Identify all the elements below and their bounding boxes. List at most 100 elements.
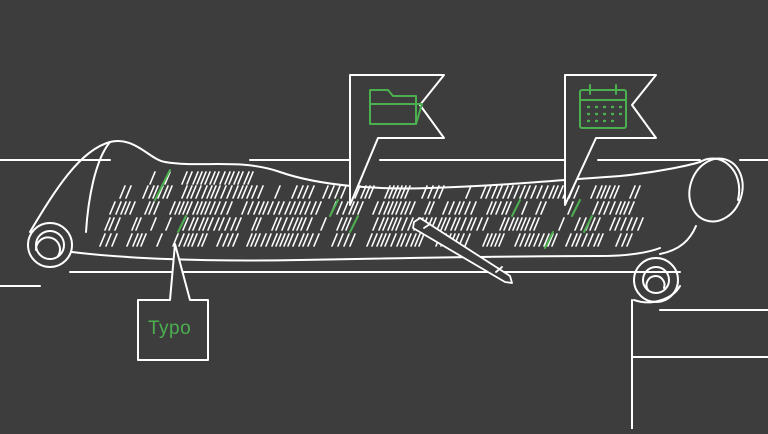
text-stroke	[508, 217, 515, 231]
text-stroke	[260, 233, 267, 247]
text-stroke	[246, 233, 253, 247]
text-stroke	[302, 233, 309, 247]
text-stroke	[409, 201, 416, 215]
text-stroke	[495, 201, 502, 215]
text-stroke	[345, 217, 352, 231]
text-stroke	[192, 217, 199, 231]
text-stroke	[262, 201, 269, 215]
text-stroke	[536, 185, 543, 199]
typo-label: Typo	[148, 318, 192, 339]
text-stroke	[615, 233, 622, 247]
text-stroke	[206, 185, 213, 199]
text-stroke	[164, 171, 171, 185]
text-stroke	[274, 185, 281, 199]
text-stroke	[187, 233, 194, 247]
highlight-stroke	[544, 231, 554, 249]
text-stroke	[267, 201, 274, 215]
text-stroke	[235, 217, 242, 231]
text-stroke	[140, 233, 147, 247]
text-stroke	[502, 185, 509, 199]
text-stroke	[210, 185, 217, 199]
text-stroke	[283, 233, 290, 247]
text-stroke	[296, 217, 303, 231]
text-stroke	[596, 185, 603, 199]
text-stroke	[433, 185, 440, 199]
text-stroke	[216, 233, 223, 247]
text-stroke	[400, 233, 407, 247]
text-stroke	[142, 185, 149, 199]
text-stroke	[387, 217, 394, 231]
text-stroke	[442, 201, 449, 215]
text-stroke	[334, 185, 341, 199]
text-stroke	[108, 217, 115, 231]
text-stroke	[368, 185, 375, 199]
text-stroke	[626, 217, 633, 231]
text-stroke	[254, 233, 261, 247]
text-stroke	[438, 185, 445, 199]
text-stroke	[109, 201, 116, 215]
text-stroke	[557, 185, 564, 199]
text-stroke	[427, 185, 434, 199]
text-stroke	[191, 233, 198, 247]
text-stroke	[470, 217, 477, 231]
text-stroke	[114, 217, 121, 231]
text-stroke	[304, 201, 311, 215]
text-stroke	[246, 185, 253, 199]
text-stroke	[257, 185, 264, 199]
text-stroke	[271, 217, 278, 231]
text-stroke	[136, 233, 143, 247]
text-stroke	[157, 185, 164, 199]
text-stroke	[396, 185, 403, 199]
text-stroke	[629, 185, 636, 199]
folder-flag	[349, 74, 445, 206]
text-stroke	[251, 217, 258, 231]
text-stroke	[626, 233, 633, 247]
text-stroke	[528, 233, 535, 247]
text-stroke	[454, 217, 461, 231]
text-stroke	[460, 217, 467, 231]
text-stroke	[593, 233, 600, 247]
text-stroke	[485, 185, 492, 199]
text-stroke	[292, 233, 299, 247]
text-stroke	[631, 217, 638, 231]
text-stroke	[218, 217, 225, 231]
text-stroke	[148, 185, 155, 199]
text-stroke	[547, 233, 554, 247]
text-stroke	[378, 217, 385, 231]
text-stroke	[300, 217, 307, 231]
text-stroke	[401, 217, 408, 231]
text-stroke	[195, 185, 202, 199]
text-stroke	[376, 233, 383, 247]
text-stroke	[567, 201, 574, 215]
text-stroke	[613, 185, 620, 199]
text-stroke	[220, 201, 227, 215]
text-stroke	[395, 201, 402, 215]
text-stroke	[621, 233, 628, 247]
text-stroke	[337, 233, 344, 247]
calendar-icon	[579, 84, 627, 129]
text-stroke	[241, 185, 248, 199]
text-stroke	[637, 217, 644, 231]
text-stroke	[178, 233, 185, 247]
text-stroke	[204, 201, 211, 215]
text-stroke	[343, 233, 350, 247]
text-stroke	[371, 233, 378, 247]
text-stroke	[226, 185, 233, 199]
text-stroke	[507, 185, 514, 199]
text-stroke	[558, 217, 565, 231]
text-stroke	[227, 233, 234, 247]
text-stroke	[306, 217, 313, 231]
text-stroke	[308, 185, 315, 199]
text-stroke	[609, 217, 616, 231]
text-stroke	[200, 171, 207, 185]
text-stroke	[366, 233, 373, 247]
text-stroke	[192, 201, 199, 215]
text-stroke	[454, 201, 461, 215]
text-stroke	[404, 185, 411, 199]
text-stroke	[404, 201, 411, 215]
text-stroke	[200, 201, 207, 215]
text-stroke	[521, 201, 528, 215]
text-stroke	[99, 233, 106, 247]
text-stroke	[391, 217, 398, 231]
